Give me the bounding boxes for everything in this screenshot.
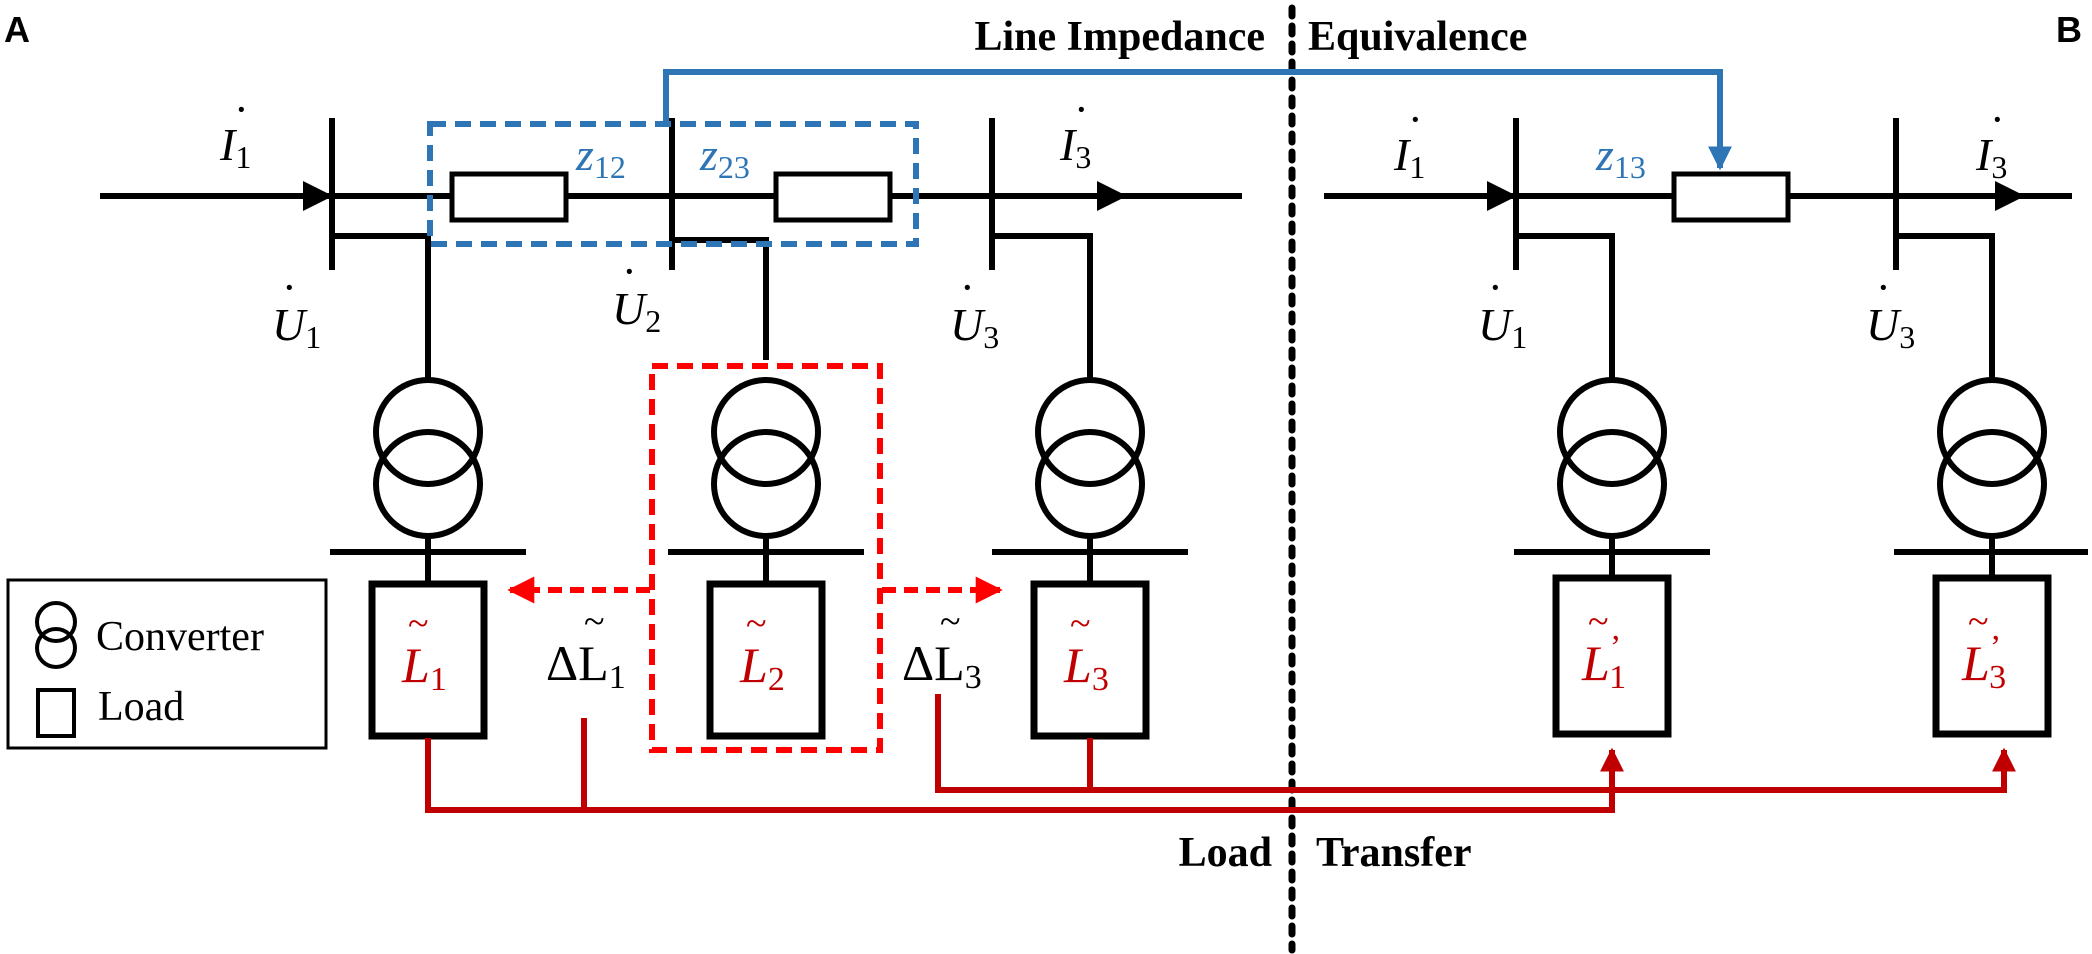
legend-box: [6, 578, 328, 750]
impedance-group-box: [427, 121, 919, 247]
label-delta-l3-tilde: ~: [940, 601, 961, 643]
label-delta-l3: ΔL3: [902, 635, 982, 696]
transfer-line-l3: [935, 694, 2016, 793]
label-l3-prime-tilde: ~: [1968, 601, 1989, 643]
label-u2-dot: ·: [622, 247, 637, 296]
label-u3-b-dot: ·: [1876, 263, 1891, 312]
load-transfer-box: [649, 363, 883, 753]
label-u1-a: U1: [272, 299, 321, 355]
equivalence-arrow: [663, 69, 1732, 171]
label-z23: z23: [699, 129, 750, 185]
converter-1: [330, 377, 526, 584]
legend-converter-label: Converter: [96, 614, 264, 660]
panel-b-main-line: [1324, 118, 2072, 380]
label-i1-b: I1: [1393, 129, 1425, 185]
title-load: Load: [1179, 830, 1272, 876]
title-transfer: Transfer: [1316, 830, 1472, 876]
load-box-1-prime: [1552, 574, 1672, 738]
panel-label-a: A: [4, 9, 30, 50]
label-l3: L3: [1063, 637, 1109, 698]
label-z12: z12: [575, 129, 626, 185]
converter-3-prime: [1894, 377, 2088, 578]
legend-converter-icon: [35, 601, 77, 669]
label-l1-tilde: ~: [408, 603, 429, 645]
label-u3-a: U3: [950, 299, 999, 355]
label-l3-tilde: ~: [1070, 603, 1091, 645]
load-box-3-prime: [1932, 574, 2052, 738]
panel-label-b: B: [2056, 9, 2082, 50]
impedance-z23: [773, 171, 893, 223]
label-l1-prime-tilde: ~: [1588, 601, 1609, 643]
label-u1-b-dot: ·: [1488, 263, 1503, 312]
title-line-impedance: Line Impedance: [974, 14, 1265, 60]
label-u1-b: U1: [1478, 299, 1527, 355]
label-i3-b: I3: [1975, 129, 2007, 185]
label-i3-a: I3: [1059, 119, 1091, 175]
load-box-3: [1030, 580, 1150, 740]
label-i1-a-dot: ·: [234, 85, 249, 134]
label-i3-b-dot: ·: [1990, 95, 2005, 144]
impedance-z12: [449, 171, 569, 223]
converter-2: [668, 377, 864, 584]
label-z13: z13: [1595, 129, 1646, 185]
label-i1-a: I1: [219, 119, 251, 175]
label-u3-b: U3: [1866, 299, 1915, 355]
legend-load-icon: [36, 688, 76, 738]
label-u3-a-dot: ·: [960, 263, 975, 312]
converter-3: [992, 377, 1188, 584]
label-l2: L2: [739, 637, 785, 698]
label-l2-tilde: ~: [746, 603, 767, 645]
impedance-z13: [1671, 171, 1791, 223]
label-delta-l1: ΔL1: [546, 635, 626, 696]
converter-1-prime: [1514, 377, 1710, 578]
label-i1-b-dot: ·: [1408, 95, 1423, 144]
transfer-line-l1: [425, 738, 1624, 813]
legend-load-label: Load: [98, 684, 184, 730]
label-l1-prime: L’1: [1581, 629, 1626, 696]
label-i3-a-dot: ·: [1074, 85, 1089, 134]
label-l3-prime: L’3: [1961, 629, 2006, 696]
load-box-2: [706, 580, 826, 740]
label-l1: L1: [401, 637, 447, 698]
label-delta-l1-tilde: ~: [584, 601, 605, 643]
load-box-1: [368, 580, 488, 740]
label-u2: U2: [612, 283, 661, 339]
title-equivalence: Equivalence: [1308, 14, 1527, 60]
label-u1-a-dot: ·: [282, 263, 297, 312]
